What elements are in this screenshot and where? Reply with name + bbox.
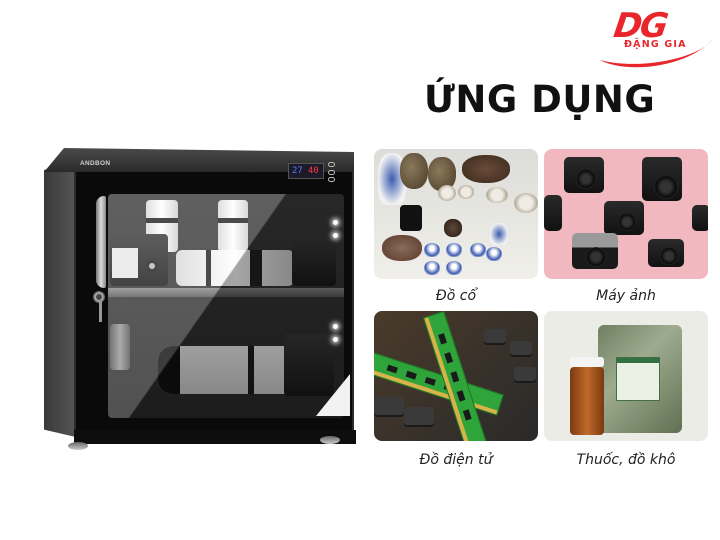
door-handle [96,196,106,288]
plate-icon [486,187,508,203]
herb-package-label [616,357,660,401]
cup-icon [458,185,474,199]
blue-bowl-icon [424,261,440,275]
camera-icon [292,238,336,286]
blue-bowl-icon [486,247,502,261]
led-light-icon [333,337,338,342]
teapot-icon [490,223,508,245]
lock-icon [93,291,105,303]
label-antiques: Đồ cổ [435,288,477,304]
super-telephoto-lens-icon [158,346,288,394]
camera-icon [564,157,604,193]
camera-icon [648,239,684,267]
medicine-dried-goods-photo [544,311,708,441]
camera-icon [110,234,168,286]
cabinet-shelf [108,288,344,297]
plate-icon [514,193,538,213]
lens-upright-icon [218,200,248,252]
humidity-readout: 27 [292,166,303,176]
camera-icon [642,157,682,201]
keycap-icon [510,341,532,357]
cabinet-foot [320,436,340,444]
blue-bowl-icon [470,243,486,257]
cabinet-brand-label: ANDBON [80,160,111,167]
label-cameras: Máy ảnh [596,288,656,304]
antique-phone-icon [400,205,422,231]
blue-bowl-icon [424,243,440,257]
humidity-temperature-display: 27 40 [288,163,324,179]
led-light-icon [333,324,338,329]
camera-icon [692,205,708,231]
cameras-photo [544,149,708,279]
control-buttons [328,162,336,182]
led-light-icon [333,220,338,225]
dang-gia-logo: DG ĐẶNG GIA [596,6,716,68]
ceramic-jar-icon [400,153,428,189]
logo-brand-name: ĐẶNG GIA [624,39,687,50]
lens-icon [110,324,130,370]
keycap-icon [514,367,536,383]
telephoto-lens-icon [176,250,294,286]
bottle-cap-icon [570,357,604,367]
keycap-icon [404,407,434,427]
cup-icon [438,185,456,201]
camera-icon [284,334,334,396]
small-jar-icon [444,219,462,237]
glass-reflection [108,194,344,418]
label-electronics: Đồ điện tử [419,452,493,468]
key-icon [99,300,102,322]
camera-icon [604,201,644,235]
antiques-photo [374,149,538,279]
temperature-readout: 40 [308,166,319,176]
cabinet-base [74,430,356,444]
medicine-bottle-icon [570,367,604,435]
stone-artifact-icon [382,235,422,261]
cabinet-foot [68,442,88,450]
keycap-icon [374,397,404,417]
dried-herb-bag-icon [598,325,682,433]
camera-icon [544,195,562,231]
blue-bowl-icon [446,243,462,257]
brown-pot-icon [462,155,510,183]
electronics-photo [374,311,538,441]
cabinet-glass-door [108,194,344,418]
keycap-icon [484,329,506,345]
page-title: ỨNG DỤNG [424,78,656,121]
led-light-icon [333,233,338,238]
label-medicine-dried-goods: Thuốc, đồ khô [576,452,676,468]
blue-bowl-icon [446,261,462,275]
retro-camera-icon [572,233,618,269]
dry-cabinet-image: ANDBON 27 40 [44,148,360,456]
